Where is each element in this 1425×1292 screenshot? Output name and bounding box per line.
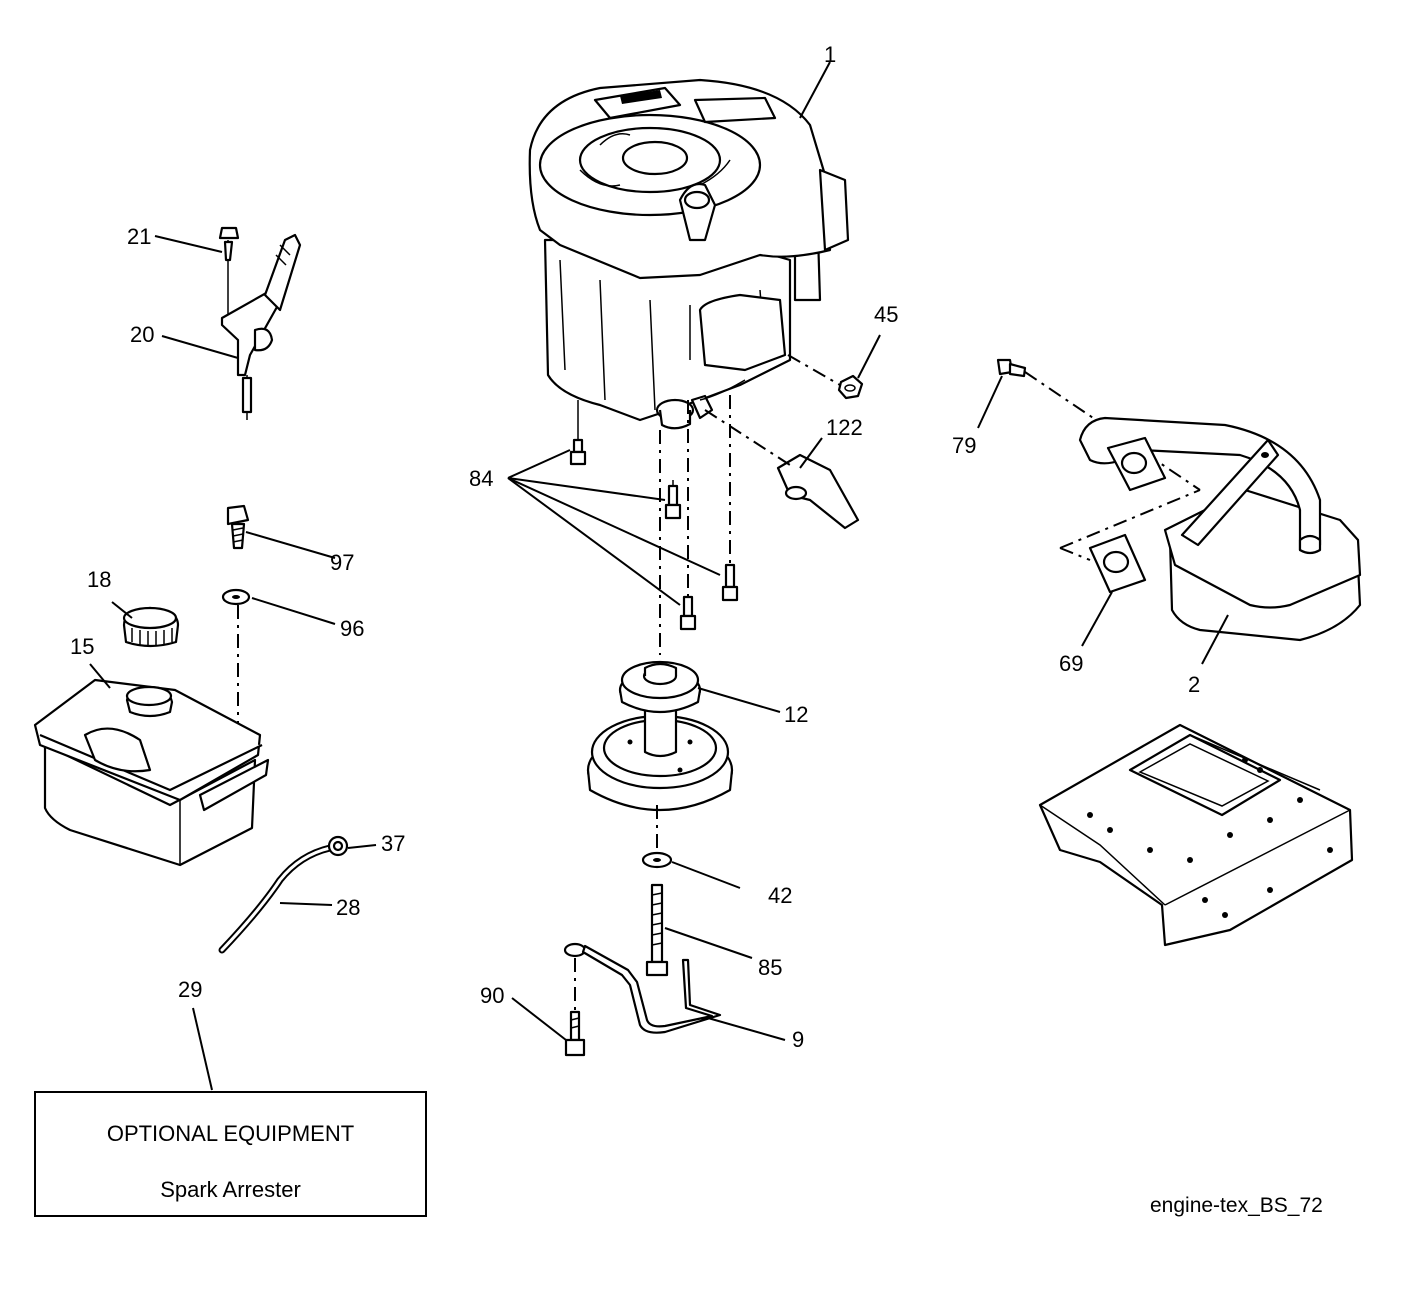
callout-90: 90 bbox=[480, 983, 504, 1008]
callout-21: 21 bbox=[127, 224, 151, 249]
callout-45: 45 bbox=[874, 302, 898, 327]
callout-79: 79 bbox=[952, 433, 976, 458]
callout-96: 96 bbox=[340, 616, 364, 641]
callout-85: 85 bbox=[758, 955, 782, 980]
optional-equipment-title: OPTIONAL EQUIPMENT bbox=[106, 1121, 355, 1146]
callout-20: 20 bbox=[130, 322, 154, 347]
engine-mount-bolts-illustration bbox=[569, 395, 739, 631]
callout-labels: 1 45 122 21 20 97 96 18 15 84 12 42 85 9… bbox=[70, 42, 1200, 1052]
callout-97: 97 bbox=[330, 550, 354, 575]
muffler-illustration bbox=[996, 358, 1362, 642]
pulley-bolt-illustration bbox=[641, 805, 673, 977]
fuel-tank-illustration bbox=[33, 678, 270, 867]
callout-9: 9 bbox=[792, 1027, 804, 1052]
diagram-reference-code: engine-tex_BS_72 bbox=[1150, 1194, 1323, 1217]
callout-12: 12 bbox=[784, 702, 808, 727]
callout-28: 28 bbox=[336, 895, 360, 920]
screw-washer-illustration bbox=[221, 504, 251, 780]
optional-equipment-box: OPTIONAL EQUIPMENT Spark Arrester bbox=[34, 1091, 427, 1217]
callout-1: 1 bbox=[824, 42, 836, 67]
engine-frame-illustration bbox=[1038, 723, 1354, 947]
fuel-cap-illustration bbox=[122, 606, 180, 648]
bracket-illustration bbox=[704, 409, 860, 530]
throttle-control-illustration bbox=[218, 226, 302, 420]
nut-illustration bbox=[787, 354, 864, 400]
pulley-illustration bbox=[586, 430, 734, 811]
callout-2: 2 bbox=[1188, 672, 1200, 697]
optional-equipment-item: Spark Arrester bbox=[160, 1177, 301, 1202]
rod-illustration bbox=[563, 942, 722, 1057]
callout-15: 15 bbox=[70, 634, 94, 659]
callout-122: 122 bbox=[826, 415, 863, 440]
engine-illustration bbox=[528, 78, 850, 430]
callout-37: 37 bbox=[381, 831, 405, 856]
fuel-line-illustration bbox=[218, 835, 349, 954]
callout-42: 42 bbox=[768, 883, 792, 908]
callout-84: 84 bbox=[469, 466, 493, 491]
callout-69: 69 bbox=[1059, 651, 1083, 676]
callout-29: 29 bbox=[178, 977, 202, 1002]
callout-18: 18 bbox=[87, 567, 111, 592]
leader-lines bbox=[89, 61, 1229, 1091]
